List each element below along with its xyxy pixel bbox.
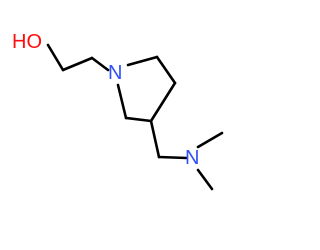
bond-ring-lower-left	[124, 116, 153, 123]
bond-n-ring-top	[126, 55, 159, 67]
bond-n-methyl-up	[196, 131, 224, 149]
bond-ring-top-right	[155, 55, 177, 85]
bond-o-c1	[46, 43, 65, 72]
bond-c1-c2	[61, 56, 94, 72]
bond-c2-n	[90, 56, 110, 72]
bond-ch2-n	[157, 155, 189, 160]
bond-ring-left-n	[116, 83, 128, 120]
bond-n-methyl-down	[196, 168, 214, 191]
hydroxyl-label: HO	[12, 31, 42, 53]
bonds	[46, 43, 224, 191]
molecule-structure: HO N N	[12, 31, 224, 191]
amine-nitrogen-label: N	[185, 147, 199, 169]
atom-labels: HO N N	[12, 31, 199, 169]
ring-nitrogen-label: N	[108, 62, 122, 84]
bond-ring-right-lower	[149, 81, 177, 123]
bond-c3-ch2	[149, 119, 161, 159]
